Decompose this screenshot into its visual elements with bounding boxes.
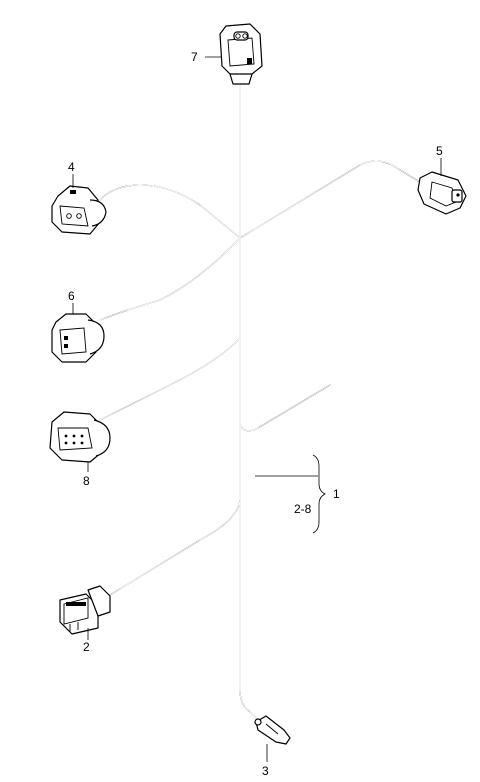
connector-4[interactable]	[51, 185, 107, 235]
callout-2: 2	[83, 640, 90, 654]
connector-8[interactable]	[49, 411, 111, 463]
callout-1: 1	[333, 487, 340, 501]
connector-2[interactable]	[59, 585, 111, 635]
range-brace	[312, 454, 326, 534]
callout-3: 3	[262, 764, 269, 778]
leader-lines	[72, 56, 442, 762]
wire-harness	[99, 81, 426, 723]
callout-4: 4	[68, 160, 75, 174]
connector-5[interactable]	[417, 171, 467, 215]
connector-6[interactable]	[51, 313, 105, 363]
callout-5: 5	[436, 144, 443, 158]
callout-8: 8	[83, 474, 90, 488]
connector-7[interactable]	[219, 23, 263, 85]
callout-7: 7	[191, 50, 198, 64]
callout-6: 6	[68, 289, 75, 303]
callout-range-2-8: 2-8	[294, 502, 312, 516]
callout-labels: 7 5 4 6 8 1 2-8 2 3	[68, 50, 443, 778]
connector-3[interactable]	[254, 715, 291, 745]
